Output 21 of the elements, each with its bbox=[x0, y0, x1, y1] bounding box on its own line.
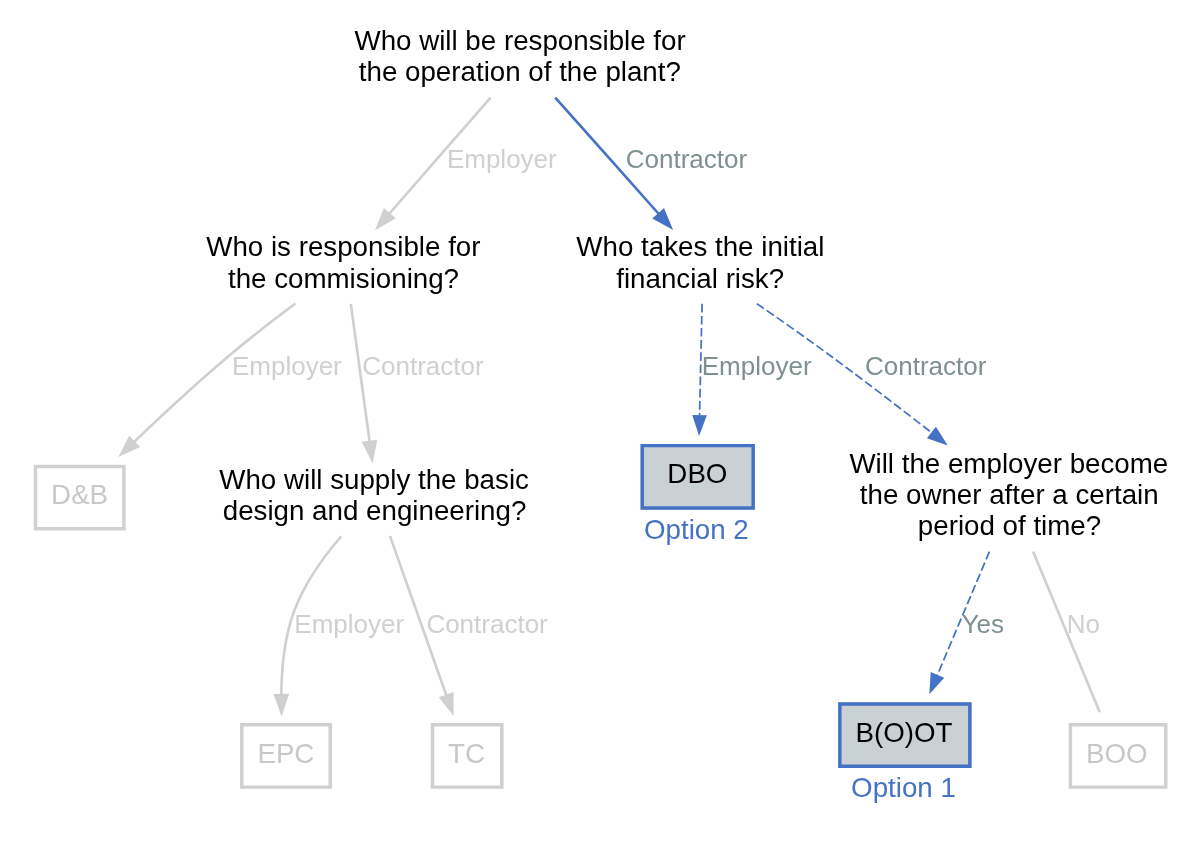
arrow bbox=[388, 535, 454, 716]
arrow bbox=[375, 96, 492, 231]
node-text: Will the employer become the owner after a certain period of time? bbox=[849, 448, 1169, 542]
arrow bbox=[755, 302, 948, 446]
node-text: Who will supply the basic design and engineering? bbox=[219, 463, 529, 526]
edge-label: Contractor bbox=[864, 350, 987, 381]
edge-label: Yes bbox=[961, 608, 1005, 639]
arrow bbox=[554, 96, 674, 231]
arrow bbox=[118, 302, 297, 457]
edge-label: Employer bbox=[701, 350, 812, 381]
connector bbox=[1031, 551, 1101, 713]
edge-label: Contractor bbox=[625, 144, 748, 175]
arrow bbox=[929, 550, 991, 695]
node-label: Option 1 bbox=[851, 772, 956, 804]
node-text: Who takes the initial financial risk? bbox=[576, 231, 825, 294]
node-label: Option 2 bbox=[643, 513, 749, 545]
node-text: Who will be responsible for the operation of the plant? bbox=[354, 25, 686, 88]
arrow bbox=[273, 535, 343, 717]
node-text: Who is responsible for the commisioning? bbox=[206, 231, 481, 294]
arrow bbox=[692, 303, 707, 436]
arrow bbox=[349, 303, 378, 464]
